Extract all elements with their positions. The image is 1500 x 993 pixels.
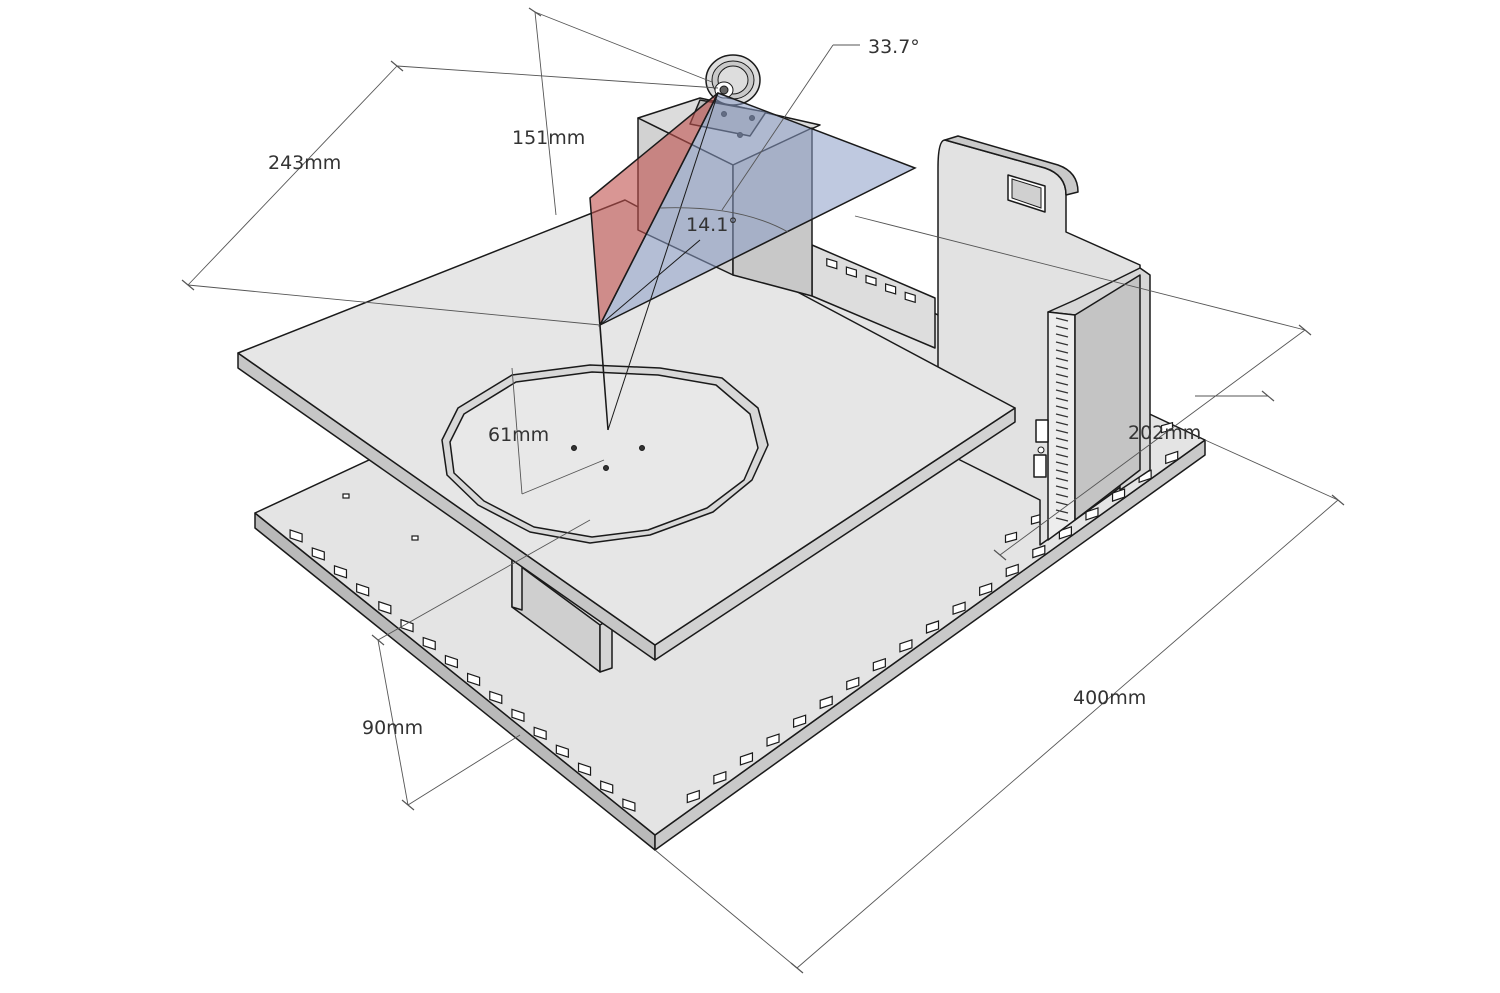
base-slot [826, 257, 838, 270]
dimension-lines [181, 7, 1345, 974]
base-slot [899, 639, 913, 653]
base-slot [925, 620, 940, 634]
height-lower-label: 90mm [362, 717, 423, 739]
base-slot [846, 676, 860, 691]
base-slot [979, 582, 993, 597]
base-slot [289, 529, 303, 543]
depth-upper-label: 243mm [268, 152, 341, 174]
length-base-label: 400mm [1073, 687, 1146, 709]
width-side-label: 202mm [1128, 422, 1201, 444]
base-slot [884, 283, 897, 295]
height-upper-label: 151mm [512, 127, 585, 149]
base-slot [533, 726, 547, 741]
base-slot [311, 547, 325, 561]
base-slot [555, 744, 569, 759]
camera-icon [705, 54, 761, 106]
base-slot [865, 274, 877, 287]
base-slot [1085, 507, 1099, 521]
angle-vertical-label: 33.7° [868, 36, 920, 58]
base-slot [466, 672, 481, 687]
base-slot [511, 708, 525, 723]
base-slot [1004, 531, 1018, 544]
back-frame [811, 135, 1151, 546]
base-slot [686, 789, 700, 804]
base-slot [444, 654, 459, 669]
base-slot [1005, 563, 1019, 578]
base-slot [872, 657, 886, 672]
base-slots-front-left [289, 529, 636, 812]
switch-port [1033, 454, 1047, 478]
base-slot [622, 798, 636, 812]
base-slot [819, 695, 833, 710]
angle-horizontal-label: 14.1° [686, 214, 738, 236]
radius-turntable-label: 61mm [488, 424, 549, 446]
switch-port [1035, 419, 1049, 443]
base-slot [845, 266, 858, 278]
base-slot [713, 770, 727, 785]
base-slot [766, 733, 780, 747]
base-slot [600, 780, 614, 794]
panel-edge-tabs [1055, 317, 1069, 522]
base-slot [904, 291, 916, 304]
base-slot [489, 690, 503, 705]
dimension-labels: 33.7° 14.1° 151mm 243mm 61mm 202mm 400mm… [268, 36, 1201, 739]
base-slot [793, 714, 807, 729]
base-slot [1165, 450, 1179, 465]
base-slot [356, 582, 370, 597]
base-slot [739, 752, 754, 766]
base-slot [577, 762, 592, 776]
field-of-view-planes [589, 92, 917, 431]
base-slot [1032, 544, 1046, 559]
base-slots-front-right [686, 450, 1179, 804]
base-slot [378, 600, 392, 615]
base-slot [952, 601, 966, 615]
turntable-ring [441, 364, 769, 544]
turntable-plate [237, 199, 1016, 661]
base-slot [422, 636, 436, 651]
base-slot [333, 565, 348, 579]
front-support-panel [511, 554, 613, 673]
